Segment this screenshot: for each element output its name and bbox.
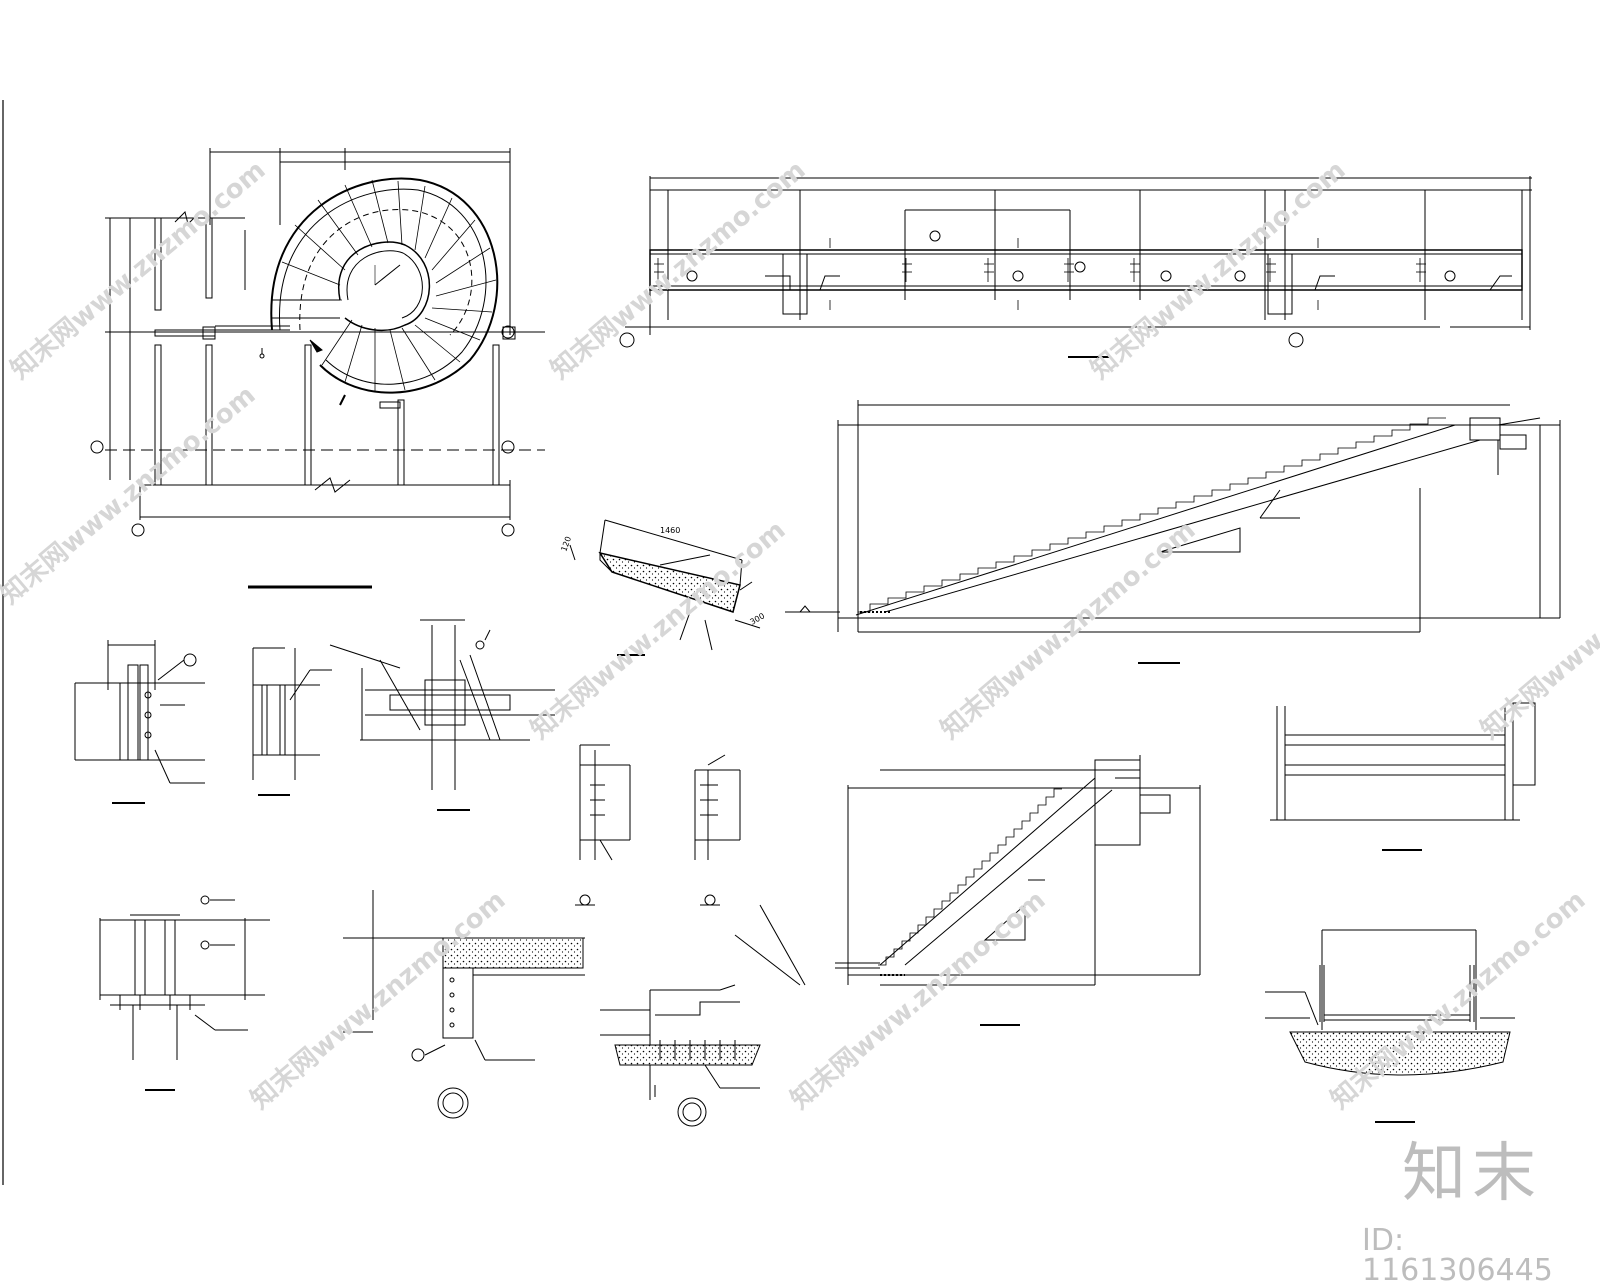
- detail-connection-1: [74, 640, 205, 804]
- stair-elevation-long: [619, 176, 1532, 358]
- detail-connection-3: [329, 619, 555, 811]
- tread-dimension-label: 300: [749, 611, 767, 626]
- watermark-text: 知末网www.znzmo.com: [5, 155, 271, 385]
- railing-elevation: [1270, 702, 1536, 851]
- watermark-text: 知末网www.znzmo.com: [935, 515, 1201, 745]
- detail-stringer-1: [575, 744, 631, 906]
- detail-connection-2: [252, 647, 332, 796]
- watermark-logo: 知末: [1402, 1137, 1542, 1211]
- stair-section-steep: [835, 755, 1201, 1026]
- spiral-stair-plan: [90, 148, 545, 589]
- watermark-id: ID: 1161306445: [1362, 1223, 1553, 1288]
- watermark-text: 知末网www.znzmo.com: [1475, 515, 1600, 745]
- detail-stair-base: [600, 904, 806, 1127]
- watermark-text: 知末网www.znzmo.com: [785, 885, 1051, 1115]
- watermark-text: 知末网www.znzmo.com: [1325, 885, 1591, 1115]
- detail-column-base: [99, 895, 270, 1091]
- watermark-text: 知末网www.znzmo.com: [245, 885, 511, 1115]
- stair-section-straight: [785, 400, 1561, 664]
- tread-dimension-label: 120: [559, 535, 573, 552]
- railing-base-section: [1265, 929, 1515, 1123]
- detail-beam-slab: [343, 890, 585, 1119]
- watermark-text: 知末网www.znzmo.com: [0, 380, 261, 610]
- detail-stringer-2: [694, 754, 741, 906]
- tread-dimension-label: 1460: [660, 526, 680, 535]
